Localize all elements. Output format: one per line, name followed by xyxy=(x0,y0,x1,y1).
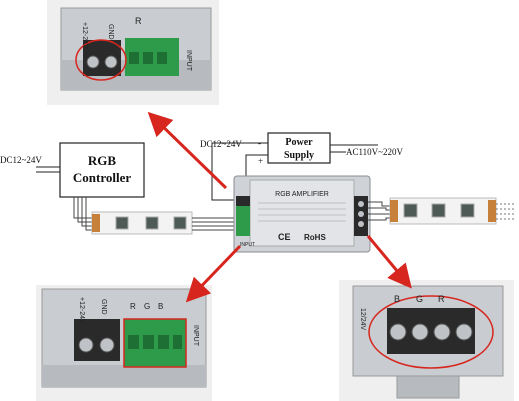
closeup-photo-bottom-left: +12-24V GND R G B INPUT xyxy=(36,285,212,401)
label-r: R xyxy=(438,294,445,304)
label-g: G xyxy=(416,294,423,304)
power-supply-box: Power Supply xyxy=(267,132,331,164)
label-input: INPUT xyxy=(192,325,199,347)
label-gnd: GND xyxy=(107,24,114,40)
controller-label-line2: Controller xyxy=(73,170,131,185)
label-r: R xyxy=(135,16,142,26)
label-r: R xyxy=(130,302,136,311)
strip-continuation xyxy=(496,203,514,220)
power-wires xyxy=(211,142,268,201)
label-input: INPUT xyxy=(185,50,192,72)
amp-to-strip-wires xyxy=(368,201,390,221)
strip-to-amp-wires xyxy=(192,217,236,231)
controller-label-line1: RGB xyxy=(88,153,117,168)
arrow-to-bottom-right xyxy=(366,235,412,289)
rgb-controller-box: RGB Controller xyxy=(59,142,145,198)
ac-input-label: AC110V~220V xyxy=(346,147,404,157)
power-supply-label-line1: Power xyxy=(285,137,313,148)
highlight-ellipse xyxy=(75,39,127,81)
led-strip-right xyxy=(389,197,497,225)
label-g: G xyxy=(144,302,150,311)
red-arrows xyxy=(147,111,412,303)
amplifier-title: RGB AMPLIFIER xyxy=(275,191,329,198)
closeup-photo-bottom-right: B G R 12/24V xyxy=(339,280,514,401)
label-voltage: 12/24V xyxy=(359,308,366,331)
arrow-to-top-left xyxy=(147,111,228,190)
rohs-mark: RoHS xyxy=(304,233,326,242)
label-gnd: GND xyxy=(100,299,107,315)
label-b: B xyxy=(394,294,400,304)
controller-wires xyxy=(73,197,92,231)
label-voltage: +12-24V xyxy=(81,22,88,49)
led-strip-left xyxy=(91,211,193,235)
power-supply-label-line2: Supply xyxy=(284,150,314,161)
plus-label: + xyxy=(258,156,263,166)
amp-input-label: INPUT xyxy=(240,242,255,248)
closeup-photo-top-left: +12-24V GND R INPUT xyxy=(47,0,219,105)
arrow-to-bottom-left xyxy=(185,244,242,303)
dc-input-left-label: DC12~24V xyxy=(0,155,42,165)
rgb-amplifier: RGB AMPLIFIER CE RoHS INPUT xyxy=(233,175,371,253)
dc-to-amp-label: DC12~24V xyxy=(200,139,242,149)
highlight-ellipse xyxy=(368,295,494,369)
label-voltage: +12-24V xyxy=(78,297,85,324)
ce-mark: CE xyxy=(278,232,291,242)
label-b: B xyxy=(158,302,163,311)
